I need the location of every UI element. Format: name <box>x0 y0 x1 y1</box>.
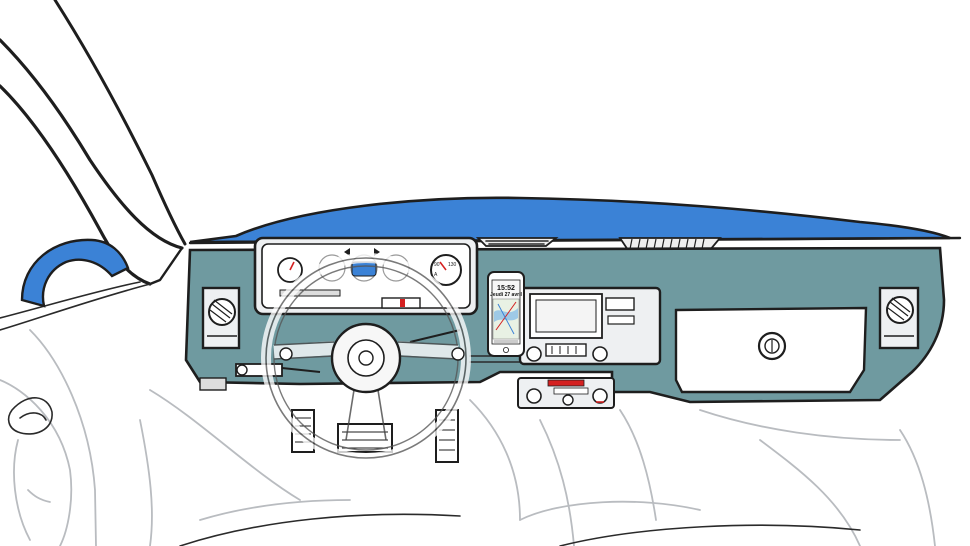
svg-text:130: 130 <box>448 262 457 268</box>
steering-wheel-hub <box>279 322 465 394</box>
center-console <box>518 286 662 366</box>
dashboard-top <box>188 196 962 245</box>
turn-left-icon <box>344 248 350 256</box>
air-vent-right <box>878 286 920 350</box>
floor-and-seats <box>139 389 936 546</box>
svg-text:A: A <box>434 272 438 278</box>
smartphone: 15:52 Jeudi 27 avril <box>487 271 525 357</box>
air-vent-left <box>199 286 241 391</box>
climate-controls <box>517 377 615 409</box>
door-panel <box>0 329 97 546</box>
svg-text:90: 90 <box>434 262 440 268</box>
a-pillar <box>0 0 187 331</box>
phone-time: 15:52 <box>497 285 515 292</box>
phone-date: Jeudi 27 avril <box>490 292 522 298</box>
side-mirror <box>20 238 130 308</box>
glovebox <box>674 306 868 394</box>
